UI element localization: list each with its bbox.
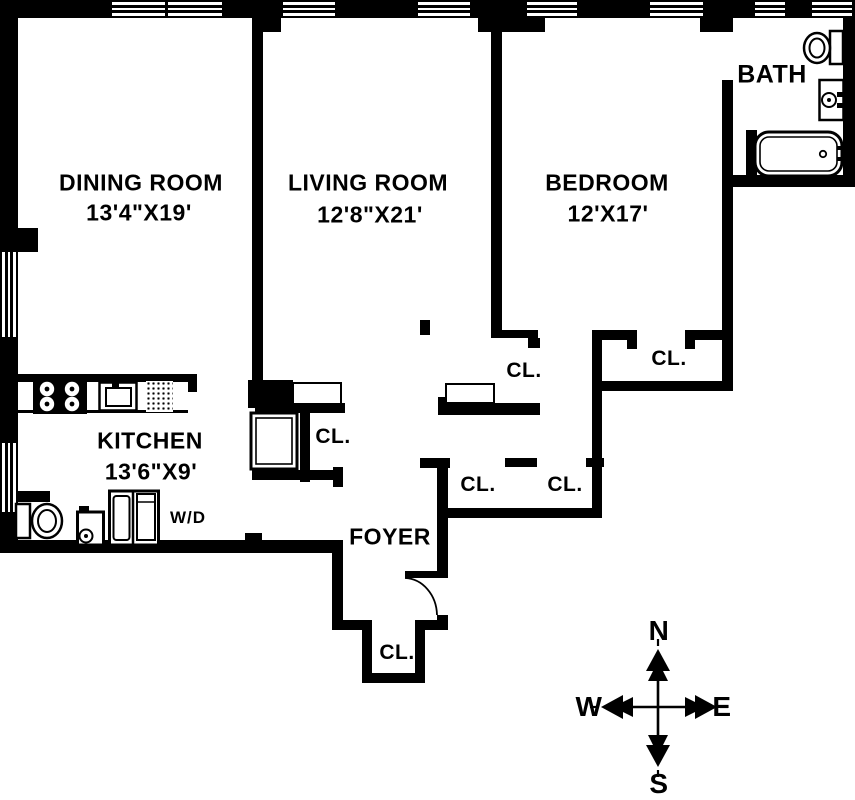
stove-icon — [33, 379, 87, 414]
compass-north-label: N — [648, 615, 670, 646]
washer-dryer-label: W/D — [169, 508, 207, 527]
closet-wall — [437, 508, 602, 518]
kitchen-sink-icon — [98, 381, 138, 412]
dishwasher-icon — [146, 381, 173, 412]
foyer-east-wall — [437, 468, 448, 578]
wall-living-bedroom — [491, 18, 502, 338]
entry-closet-wall — [332, 620, 372, 630]
closet-label: CL. — [506, 359, 542, 382]
wall-bedroom-bath — [722, 18, 733, 32]
entry-closet-wall — [362, 673, 425, 683]
closet-label: CL. — [379, 641, 415, 664]
entry-closet-wall — [415, 620, 445, 630]
wall-stub — [420, 320, 430, 335]
bedroom-label: BEDROOM — [545, 169, 669, 196]
toilet-icon — [802, 29, 845, 66]
door-jamb — [685, 338, 695, 349]
closet-wall — [505, 458, 537, 467]
window-icon — [650, 2, 703, 16]
foyer-east-wall — [437, 615, 448, 630]
closet-label: CL. — [651, 347, 687, 370]
closet-label: CL. — [547, 473, 583, 496]
window-icon — [168, 2, 222, 16]
window-icon — [283, 2, 335, 16]
wall-bedroom-bath — [722, 80, 733, 388]
cabinet — [292, 382, 342, 405]
bedroom-dims: 12'X17' — [567, 200, 649, 227]
window-icon — [112, 2, 165, 16]
bath-sink-icon — [818, 78, 845, 122]
kitchen-dims: 13'6"X9' — [104, 458, 198, 485]
entry-door-leaf — [405, 571, 437, 578]
closet-wall — [420, 458, 450, 468]
closet-wall — [495, 330, 538, 338]
door-jamb — [188, 374, 197, 392]
living-room-label: LIVING ROOM — [287, 169, 449, 196]
window-icon — [527, 2, 577, 16]
entry-door-arc — [404, 577, 438, 616]
wall-pier — [18, 228, 38, 252]
dining-room-label: DINING ROOM — [59, 169, 223, 196]
compass-east-label: E — [712, 691, 732, 722]
closet-label: CL. — [460, 473, 496, 496]
open-door — [445, 383, 495, 404]
foyer-label: FOYER — [349, 523, 431, 550]
closet-wall — [592, 330, 637, 340]
window-icon — [812, 2, 852, 16]
window-icon — [2, 443, 16, 512]
built-in-block — [248, 380, 293, 408]
entry-closet-wall — [362, 620, 372, 683]
window-icon — [755, 2, 785, 16]
window-icon — [418, 2, 470, 16]
kitchen-south-wall — [252, 470, 340, 480]
tub-wall — [746, 130, 757, 187]
closet-wall — [300, 408, 310, 482]
window-icon — [2, 252, 16, 337]
compass-rose-icon — [590, 639, 728, 777]
closet-wall — [592, 391, 602, 508]
wall-pier — [478, 18, 545, 32]
washer-dryer-icon — [108, 489, 160, 547]
living-room-dims: 12'8"X21' — [317, 201, 423, 228]
dining-room-dims: 13'4"X19' — [86, 199, 192, 226]
entry-closet-wall — [415, 620, 425, 683]
kitchen-label: KITCHEN — [97, 427, 203, 454]
door-jamb — [627, 338, 637, 349]
refrigerator-icon — [249, 411, 299, 471]
closet-wall — [438, 403, 540, 415]
wall-stub — [16, 491, 50, 502]
closet-wall — [586, 458, 604, 467]
closet-wall — [592, 330, 602, 391]
compass-south-label: S — [649, 768, 669, 799]
utility-sink-icon — [76, 506, 105, 547]
bath-east-wall — [843, 18, 855, 187]
closet-label: CL. — [315, 425, 351, 448]
foyer-west-wall — [332, 540, 343, 630]
bath-label: BATH — [737, 60, 807, 89]
closet-wall — [592, 381, 733, 391]
compass-west-label: W — [575, 691, 603, 722]
bathtub-icon — [753, 130, 844, 178]
wall-dining-living — [252, 15, 263, 380]
counter-wall — [18, 374, 196, 382]
wall-bump — [245, 533, 262, 541]
closet-wall — [685, 330, 733, 340]
door-jamb — [528, 338, 540, 348]
toilet-icon — [14, 502, 64, 540]
